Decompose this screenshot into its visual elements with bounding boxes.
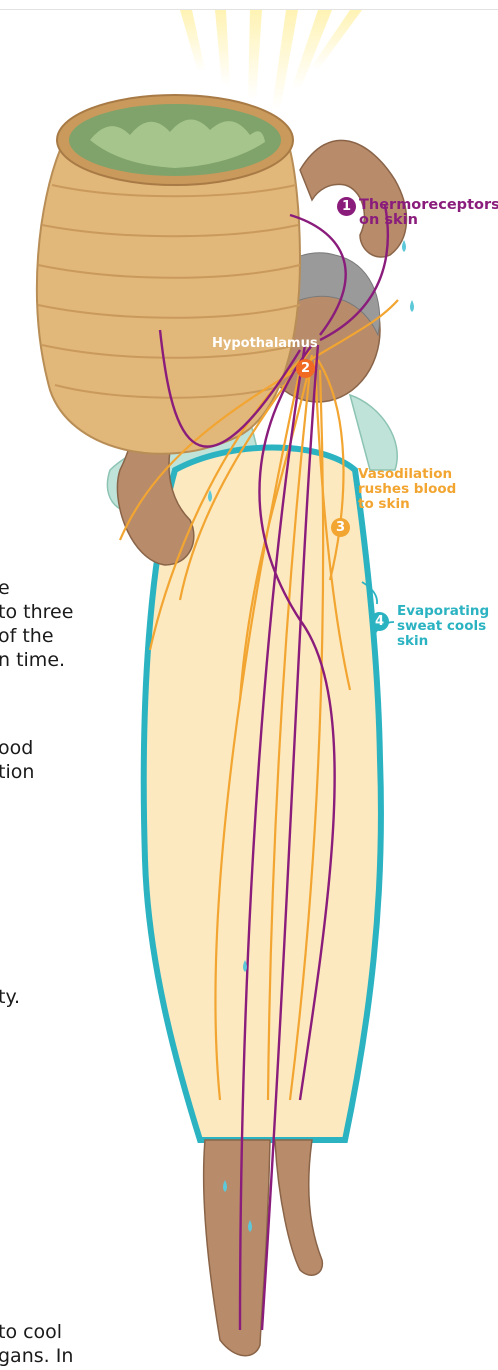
hypothalamus-badge: 2 [296, 359, 315, 378]
evaporating-label-line-1: Evaporating [397, 604, 489, 619]
thermoreceptors-badge: 1 [337, 197, 356, 216]
thermoreceptors-label-line-1: Thermoreceptors [359, 198, 498, 213]
sun-rays-icon [180, 10, 362, 110]
vasodilation-badge: 3 [331, 518, 350, 537]
legs [204, 1140, 270, 1356]
vasodilation-label-line-2: rushes blood [358, 482, 456, 497]
evaporating-label-line-2: sweat cools [397, 619, 486, 634]
vasodilation-label-line-1: Vasodilation [358, 467, 452, 482]
basket-icon [37, 95, 300, 454]
evaporating-badge: 4 [370, 612, 389, 631]
evaporating-label-line-3: skin [397, 634, 428, 649]
thermoreceptors-label-line-2: on skin [359, 213, 418, 228]
hypothalamus-label: Hypothalamus [212, 336, 318, 351]
vasodilation-label-line-3: to skin [358, 497, 410, 512]
